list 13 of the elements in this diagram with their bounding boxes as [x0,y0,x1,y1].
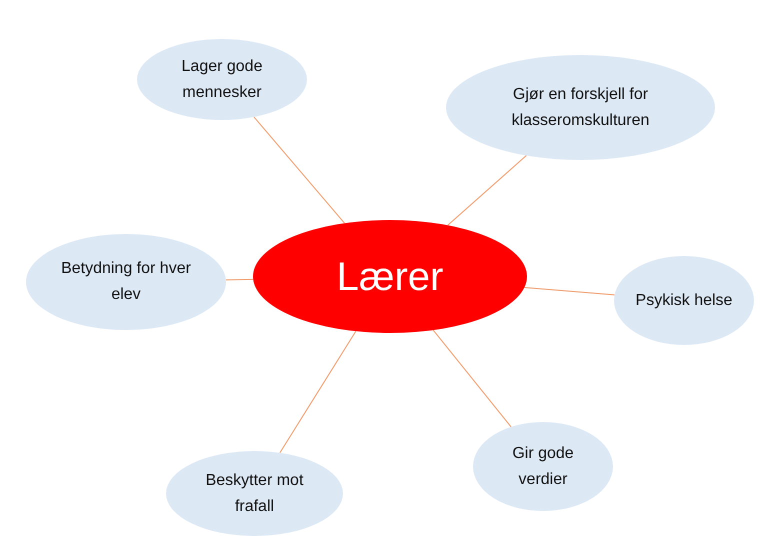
central-label: Lærer [336,254,444,298]
topic-label: Gir gode verdier [511,444,575,490]
connector-line [524,286,616,296]
topic-label: Psykisk helse [636,290,732,310]
connector-line [279,330,356,454]
connector-line [225,278,254,280]
topic-label: Lager gode mennesker [180,56,264,102]
topic-label: Gjør en forskjell for klasseromskulturen [510,84,650,130]
topic-label: Betydning for hver elev [60,259,192,305]
topic-label: Beskytter mot frafall [204,470,304,516]
connector-line [447,155,527,226]
connector-line [432,330,512,428]
connector-line [254,116,346,224]
